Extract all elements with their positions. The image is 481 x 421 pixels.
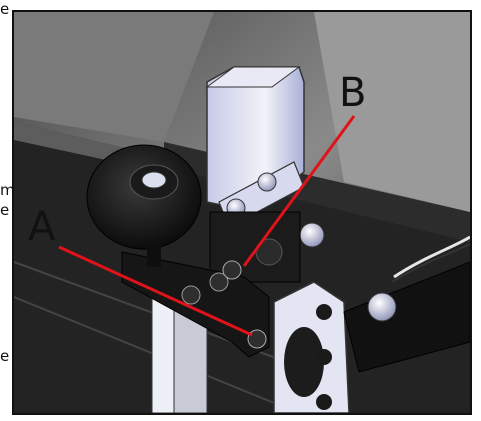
bolt-head (257, 172, 277, 192)
right-tube (343, 261, 470, 373)
upright-plate-top (205, 66, 301, 88)
frame-top-right (314, 12, 470, 212)
adjust-screw-a (247, 329, 267, 349)
callout-a-label: A (28, 204, 56, 250)
cut-text-fragment: e (0, 201, 10, 219)
wheel-axle (147, 242, 161, 267)
pulley-screw (316, 304, 332, 320)
cut-text-fragment: e (0, 347, 10, 365)
cut-text-fragment: e (0, 0, 10, 18)
callout-a-leader (58, 245, 253, 337)
pulley-screw (316, 394, 332, 410)
wheel-bearing (141, 171, 167, 189)
bracket-screw (181, 285, 201, 305)
rail-groove (14, 296, 285, 408)
pulley-screw (316, 349, 332, 365)
callout-b-leader (242, 115, 356, 267)
tube-nut (367, 292, 397, 322)
bracket-screw (209, 272, 229, 292)
assembly-figure: A B (12, 10, 472, 415)
callout-b-label: B (339, 70, 366, 116)
pulley-wheel (284, 327, 324, 397)
cable-shadow (391, 243, 470, 283)
bolt-head (299, 222, 325, 248)
adjust-screw-b (222, 260, 242, 280)
assembly-illustration: A B (14, 12, 470, 413)
cable (393, 235, 470, 279)
frame-top-left (14, 12, 214, 142)
cut-text-fragment: m (0, 181, 15, 199)
